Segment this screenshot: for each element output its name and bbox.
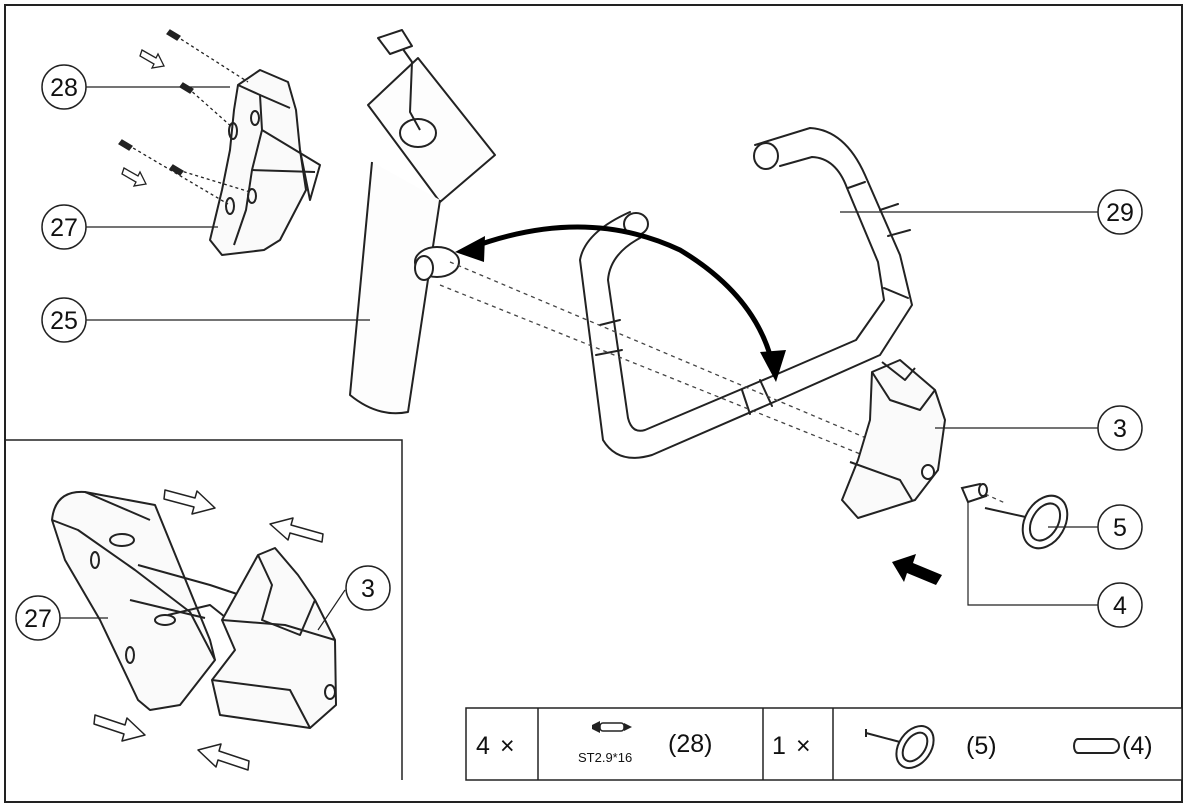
cap-ref-label: (5)	[966, 732, 997, 760]
outer-frame	[4, 4, 1183, 803]
inset-cover-3	[211, 547, 337, 729]
inset-cover-27	[51, 490, 241, 711]
svg-text:3: 3	[1113, 415, 1127, 443]
upper-cover-part	[209, 69, 321, 256]
inset-direction-arrows	[93, 489, 324, 771]
svg-text:28: 28	[50, 74, 78, 102]
callout-5: 5	[1097, 504, 1143, 550]
callout-3-inset: 3	[345, 565, 391, 611]
callout-25: 25	[41, 297, 87, 343]
callout-4: 4	[1097, 582, 1143, 628]
parts-row-screws: 4 × ST2.9*16 (28)	[476, 721, 712, 765]
callout-29: 29	[1097, 189, 1143, 235]
spacer-4	[960, 482, 988, 504]
rotation-arrow	[455, 224, 786, 382]
cap-quantity: 1	[772, 732, 786, 760]
svg-text:27: 27	[50, 214, 78, 242]
svg-text:25: 25	[50, 307, 78, 335]
svg-text:4: 4	[1113, 592, 1127, 620]
spacer-icon	[1073, 738, 1120, 754]
alignment-lines	[439, 261, 1006, 504]
handlebar-part	[579, 127, 913, 459]
push-arrow	[892, 554, 942, 585]
screws-28	[118, 29, 251, 205]
callout-28: 28	[41, 64, 87, 110]
parts-row-caps: 1 × (5) (4)	[772, 725, 1153, 769]
svg-text:5: 5	[1113, 514, 1127, 542]
svg-text:29: 29	[1106, 199, 1134, 227]
screw-ref-label: (28)	[668, 730, 712, 758]
inset-frame	[5, 439, 403, 780]
svg-text:27: 27	[24, 605, 52, 633]
end-cap-icon	[865, 725, 935, 769]
leader-lines	[60, 86, 1098, 631]
callout-27-top: 27	[41, 204, 87, 250]
end-cap-5	[984, 494, 1069, 550]
screw-icon	[592, 721, 632, 733]
screw-quantity: 4	[476, 732, 490, 760]
parts-list-table	[465, 707, 1183, 781]
screw-spec-label: ST2.9*16	[578, 750, 632, 765]
callout-27-inset: 27	[15, 595, 61, 641]
spacer-ref-label: (4)	[1122, 732, 1153, 760]
svg-text:3: 3	[361, 575, 375, 603]
callout-3-main: 3	[1097, 405, 1143, 451]
lower-cover-part	[841, 359, 946, 519]
cap-times-symbol: ×	[796, 732, 811, 760]
console-mast-part	[349, 29, 496, 415]
screw-times-symbol: ×	[500, 732, 515, 760]
